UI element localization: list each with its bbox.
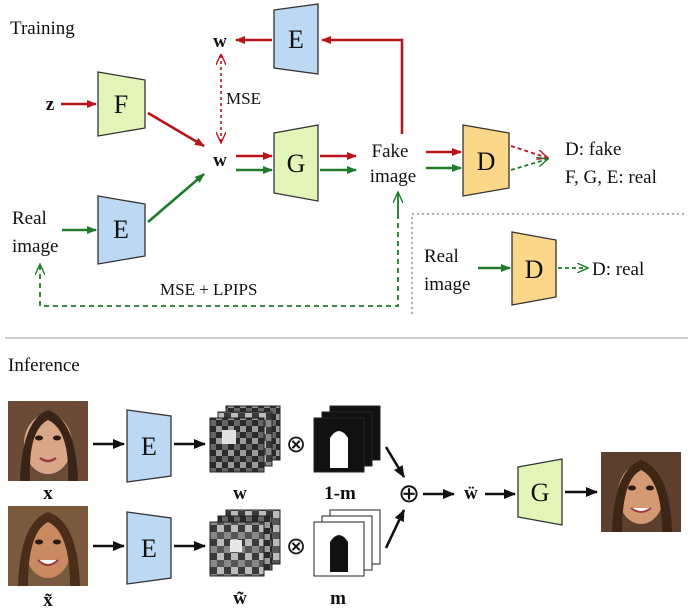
encoder-block-top: E bbox=[273, 3, 319, 75]
mask-m-stack bbox=[313, 509, 381, 577]
w-inf-label: w bbox=[233, 483, 247, 504]
encoder-inf-2-label: E bbox=[141, 534, 157, 563]
discriminator-block: D bbox=[462, 124, 510, 197]
d-real-label: D: real bbox=[592, 259, 644, 280]
arrow-e-to-w-green bbox=[147, 173, 205, 223]
arrow-mse-lpips bbox=[40, 196, 399, 307]
x-tilde-label: x̃ bbox=[43, 590, 53, 611]
fake-image-label-2: image bbox=[370, 166, 416, 187]
encoder-inf-1-label: E bbox=[141, 432, 157, 461]
otimes-1: ⊗ bbox=[286, 432, 306, 458]
real-image2-label-1: Real bbox=[424, 246, 459, 267]
discriminator-label: D bbox=[477, 147, 496, 176]
real-branch-box bbox=[411, 213, 686, 314]
latent-w-stack bbox=[209, 405, 281, 473]
latent-w-tilde-stack bbox=[209, 509, 281, 577]
x-label: x bbox=[43, 483, 53, 504]
encoder-top-label: E bbox=[288, 25, 304, 54]
generator-label: G bbox=[287, 149, 306, 178]
mask-one-minus-m-stack bbox=[313, 405, 381, 473]
w-mid-label: w bbox=[213, 150, 227, 171]
d-fake-label: D: fake bbox=[565, 139, 621, 160]
oplus-symbol: ⊕ bbox=[398, 479, 420, 508]
generator-block-inf: G bbox=[517, 458, 563, 526]
arrow-top-to-oplus bbox=[384, 446, 406, 478]
arrow-f-to-w bbox=[147, 111, 205, 148]
z-label: z bbox=[46, 94, 55, 115]
w-top-label: w bbox=[213, 31, 227, 52]
output-face-image bbox=[601, 452, 681, 532]
encoder-block-inf-2: E bbox=[126, 511, 172, 585]
section-title-training: Training bbox=[10, 18, 75, 39]
mapping-block-f: F bbox=[97, 71, 146, 137]
face-image-x bbox=[8, 401, 88, 481]
w-tilde-label: w̃ bbox=[233, 588, 247, 609]
generator-inf-label: G bbox=[531, 478, 550, 507]
discriminator-small-block: D bbox=[511, 231, 557, 306]
inference-arrows bbox=[93, 439, 598, 551]
fake-image-label-1: Fake bbox=[372, 141, 409, 162]
face-image-x-tilde bbox=[8, 506, 88, 586]
otimes-2: ⊗ bbox=[286, 534, 306, 560]
training-arrows bbox=[40, 36, 588, 307]
mapping-f-label: F bbox=[114, 90, 128, 119]
mse-label: MSE bbox=[226, 89, 261, 108]
discriminator-small-label: D bbox=[525, 255, 544, 284]
encoder-left-label: E bbox=[113, 215, 129, 244]
arrow-d-real bbox=[510, 159, 548, 171]
real-image2-label-2: image bbox=[424, 274, 470, 295]
real-image-label-1: Real bbox=[12, 208, 47, 229]
one-minus-m-label: 1-m bbox=[324, 483, 356, 504]
arrow-bottom-to-oplus bbox=[384, 509, 406, 549]
arrow-fake-to-e bbox=[321, 36, 404, 134]
encoder-block-inf-1: E bbox=[126, 409, 172, 483]
mse-lpips-label: MSE + LPIPS bbox=[160, 280, 257, 299]
w-ddot-label: ẅ bbox=[464, 483, 478, 504]
real-image-label-2: image bbox=[12, 236, 58, 257]
generator-block: G bbox=[273, 124, 319, 202]
section-title-inference: Inference bbox=[8, 355, 80, 376]
arrow-d-fake bbox=[510, 145, 548, 158]
fge-real-label: F, G, E: real bbox=[565, 167, 657, 188]
encoder-block-left: E bbox=[97, 195, 146, 265]
m-label: m bbox=[330, 588, 346, 609]
